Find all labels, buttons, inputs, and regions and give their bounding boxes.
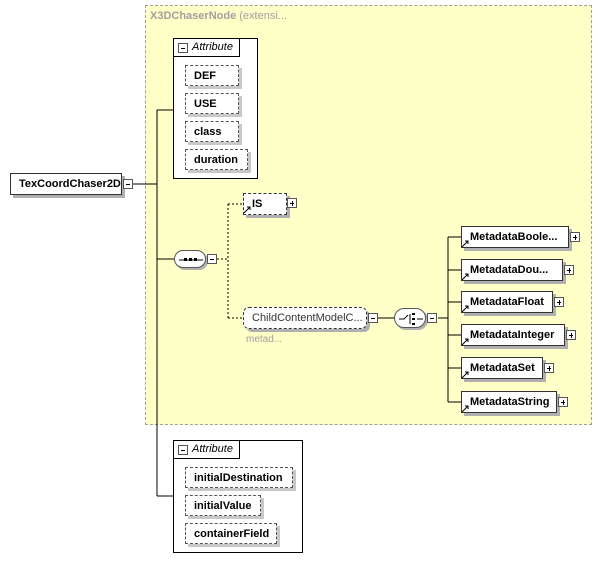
choice-collapse-icon[interactable]: [427, 313, 437, 323]
metadata-string-expand-icon[interactable]: [558, 397, 568, 407]
reference-arrow-icon: [462, 240, 469, 247]
metadata-float-expand-icon[interactable]: [554, 297, 564, 307]
extension-name: X3DChaserNode: [150, 10, 237, 22]
attribute-class[interactable]: class: [185, 121, 239, 142]
attribute-def[interactable]: DEF: [185, 65, 239, 86]
root-collapse-icon[interactable]: [123, 179, 133, 189]
is-element[interactable]: IS: [243, 193, 287, 215]
metadata-double-expand-icon[interactable]: [564, 265, 574, 275]
sequence-compositor[interactable]: [174, 250, 206, 268]
attribute-group-top-collapse-icon[interactable]: [178, 43, 188, 53]
reference-arrow-icon: [462, 305, 469, 312]
metadata-double-element[interactable]: MetadataDou...: [461, 259, 563, 281]
reference-arrow-icon: [462, 371, 469, 378]
attribute-initial-value[interactable]: initialValue: [185, 495, 261, 516]
attribute-group-bottom-header: Attribute: [174, 441, 240, 459]
metadata-boolean-element[interactable]: MetadataBoole...: [461, 226, 569, 248]
is-expand-icon[interactable]: [287, 198, 297, 208]
extension-subtitle: (extensi...: [239, 10, 287, 22]
attribute-duration[interactable]: duration: [185, 149, 248, 170]
attribute-initial-destination[interactable]: initialDestination: [185, 467, 293, 488]
reference-arrow-icon: [462, 338, 469, 345]
attribute-container-field[interactable]: containerField: [185, 523, 277, 544]
reference-arrow-icon: [462, 273, 469, 280]
root-element-label: TexCoordChaser2D: [19, 178, 121, 190]
attribute-group-top-header: Attribute: [174, 39, 240, 57]
sequence-icon: [179, 258, 203, 261]
metadata-set-expand-icon[interactable]: [544, 363, 554, 373]
metadata-boolean-expand-icon[interactable]: [570, 232, 580, 242]
choice-compositor[interactable]: [394, 308, 426, 328]
root-element[interactable]: TexCoordChaser2D: [10, 173, 122, 195]
metadata-float-element[interactable]: MetadataFloat: [461, 291, 553, 313]
metadata-set-element[interactable]: MetadataSet: [461, 357, 543, 379]
reference-arrow-icon: [462, 405, 469, 412]
attribute-group-bottom-collapse-icon[interactable]: [178, 445, 188, 455]
choice-icon: [399, 313, 423, 325]
metadata-integer-expand-icon[interactable]: [566, 330, 576, 340]
child-content-group[interactable]: ChildContentModelC...: [243, 307, 367, 329]
reference-arrow-icon: [244, 206, 251, 213]
child-content-collapse-icon[interactable]: [368, 313, 378, 323]
extension-title: X3DChaserNode (extensi...: [150, 10, 287, 22]
metadata-integer-element[interactable]: MetadataInteger: [461, 324, 565, 346]
metadata-string-element[interactable]: MetadataString: [461, 391, 557, 413]
attribute-use[interactable]: USE: [185, 93, 239, 114]
child-content-caption: metad...: [246, 334, 283, 345]
sequence-collapse-icon[interactable]: [207, 254, 217, 264]
